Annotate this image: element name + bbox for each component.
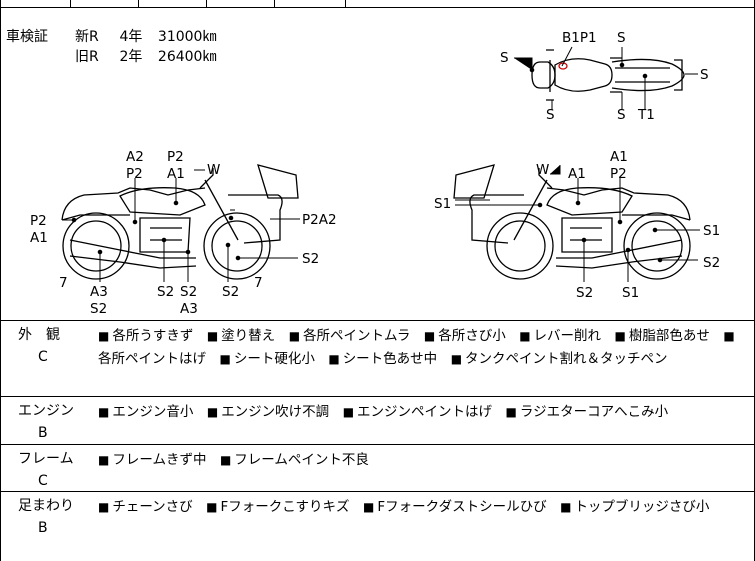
svg-text:S: S bbox=[617, 30, 626, 46]
svg-text:S2: S2 bbox=[157, 284, 174, 300]
grade-label: C bbox=[38, 473, 48, 489]
condition-item: ■Fフォークこすりキズ bbox=[206, 499, 364, 515]
grade-label: B bbox=[38, 425, 48, 441]
svg-text:B1P1: B1P1 bbox=[562, 30, 597, 46]
top-view-labels: B1P1 S S S S S T1 bbox=[500, 30, 709, 123]
svg-text:A1: A1 bbox=[30, 230, 48, 246]
registration-label: 車検証 bbox=[6, 29, 48, 45]
condition-item: ■各所ペイントムラ bbox=[288, 328, 424, 344]
condition-row-engine: エンジン B ■エンジン音小 ■エンジン吹け不調 ■エンジンペイントはげ ■ラジ… bbox=[0, 397, 755, 444]
category-label: フレーム bbox=[18, 451, 74, 467]
svg-text:7: 7 bbox=[59, 275, 68, 291]
svg-text:W: W bbox=[536, 162, 549, 178]
divider-frame bbox=[0, 444, 755, 445]
svg-text:7: 7 bbox=[254, 275, 263, 291]
svg-text:A2: A2 bbox=[126, 149, 144, 165]
left-side-leaders bbox=[63, 169, 300, 282]
bike-right-side bbox=[453, 164, 691, 280]
condition-item: ■フレームペイント不良 bbox=[219, 452, 383, 468]
divider-diagram bbox=[0, 320, 755, 321]
svg-text:S2: S2 bbox=[180, 284, 197, 300]
svg-text:S2: S2 bbox=[222, 284, 239, 300]
svg-text:S: S bbox=[500, 50, 509, 66]
svg-text:S2: S2 bbox=[576, 285, 593, 301]
condition-item: ■フレームきず中 bbox=[98, 452, 220, 468]
left-side-labels: A2 P2 P2 A1 W P2 A1 P2A2 7 A3 S2 S2 S2 S… bbox=[30, 149, 337, 317]
svg-text:S: S bbox=[617, 107, 626, 123]
svg-text:A3: A3 bbox=[180, 301, 198, 317]
bike-top-view bbox=[531, 49, 685, 101]
category-label: エンジン bbox=[18, 403, 74, 419]
top-view-leaders bbox=[514, 46, 698, 110]
grade-label: C bbox=[38, 349, 48, 365]
svg-text:P2: P2 bbox=[610, 166, 627, 182]
condition-item: ■塗り替え bbox=[206, 328, 289, 344]
divider-engine bbox=[0, 396, 755, 397]
svg-text:P2A2: P2A2 bbox=[302, 212, 337, 228]
svg-text:P2: P2 bbox=[167, 149, 184, 165]
condition-item: ■各所ペイントはげ bbox=[98, 329, 735, 367]
registration-row-new: 新R 4年 31000㎞ bbox=[75, 29, 217, 45]
condition-notes: ■各所うすきず ■塗り替え ■各所ペイントムラ ■各所さび小 ■レバー削れ ■樹… bbox=[98, 325, 748, 371]
right-side-labels: W A1 A1 P2 S1 S1 S2 S2 S1 bbox=[434, 149, 720, 301]
condition-notes: ■チェーンさび ■Fフォークこすりキズ ■Fフォークダストシールひび ■トップブ… bbox=[98, 496, 748, 519]
condition-item: ■シート硬化小 bbox=[219, 351, 329, 367]
frame-top bbox=[0, 7, 755, 8]
svg-text:S1: S1 bbox=[622, 285, 639, 301]
damage-diagram: B1P1 S S S S S T1 bbox=[30, 30, 720, 317]
svg-text:P2: P2 bbox=[30, 213, 47, 229]
registration-row-old: 旧R 2年 26400㎞ bbox=[75, 49, 217, 65]
grade-label: B bbox=[38, 520, 48, 536]
svg-text:S: S bbox=[546, 107, 555, 123]
condition-item: ■エンジンペイントはげ bbox=[342, 404, 506, 420]
condition-row-frame: フレーム C ■フレームきず中 ■フレームペイント不良 bbox=[0, 445, 755, 491]
svg-text:A3: A3 bbox=[90, 284, 108, 300]
condition-item: ■各所うすきず bbox=[98, 328, 207, 344]
condition-item: ■タンクペイント割れ＆タッチペン bbox=[450, 351, 682, 367]
condition-item: ■シート色あせ中 bbox=[328, 351, 451, 367]
condition-item: ■エンジン音小 bbox=[98, 404, 207, 420]
svg-text:T1: T1 bbox=[637, 107, 655, 123]
svg-text:P2: P2 bbox=[126, 166, 143, 182]
svg-text:A1: A1 bbox=[568, 166, 586, 182]
frame-left bbox=[0, 7, 1, 561]
category-label: 外 観 bbox=[18, 327, 60, 343]
svg-text:S2: S2 bbox=[703, 255, 720, 271]
bike-left-side bbox=[61, 164, 299, 280]
right-side-leaders bbox=[455, 165, 700, 282]
svg-text:S: S bbox=[700, 67, 709, 83]
condition-item: ■トップブリッジさび小 bbox=[560, 499, 723, 515]
condition-row-exterior: 外 観 C ■各所うすきず ■塗り替え ■各所ペイントムラ ■各所さび小 ■レバ… bbox=[0, 321, 755, 396]
condition-notes: ■エンジン音小 ■エンジン吹け不調 ■エンジンペイントはげ ■ラジエターコアへこ… bbox=[98, 401, 748, 424]
condition-item: ■樹脂部色あせ bbox=[614, 328, 724, 344]
svg-text:A1: A1 bbox=[167, 166, 185, 182]
divider-suspension bbox=[0, 491, 755, 492]
condition-item: ■各所さび小 bbox=[423, 328, 520, 344]
condition-item: ■エンジン吹け不調 bbox=[206, 404, 343, 420]
svg-text:S1: S1 bbox=[703, 223, 720, 239]
condition-item: ■Fフォークダストシールひび bbox=[363, 499, 561, 515]
svg-text:A1: A1 bbox=[610, 149, 628, 165]
svg-text:S2: S2 bbox=[90, 301, 107, 317]
svg-text:S2: S2 bbox=[302, 251, 319, 267]
condition-row-suspension: 足まわり B ■チェーンさび ■Fフォークこすりキズ ■Fフォークダストシールひ… bbox=[0, 492, 755, 561]
header-strip bbox=[0, 0, 755, 7]
category-label: 足まわり bbox=[18, 498, 74, 514]
condition-item: ■レバー削れ bbox=[519, 328, 615, 344]
condition-item: ■ラジエターコアへこみ小 bbox=[505, 404, 682, 420]
condition-notes: ■フレームきず中 ■フレームペイント不良 bbox=[98, 449, 748, 472]
condition-item: ■チェーンさび bbox=[98, 499, 207, 515]
svg-text:S1: S1 bbox=[434, 196, 451, 212]
svg-text:W: W bbox=[207, 162, 220, 178]
